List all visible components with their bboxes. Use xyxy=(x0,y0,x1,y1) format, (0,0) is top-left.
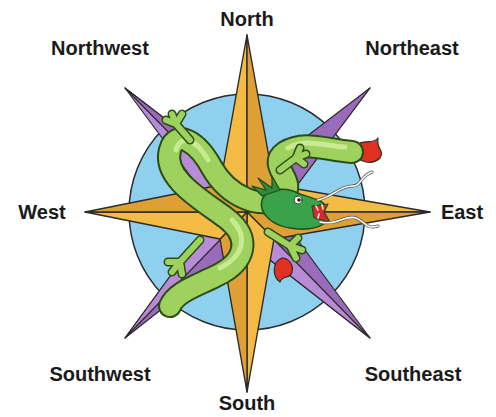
direction-label: Southwest xyxy=(49,363,150,385)
main-star xyxy=(85,35,430,392)
direction-label: Northeast xyxy=(365,37,458,59)
direction-label: West xyxy=(18,201,65,223)
direction-label: East xyxy=(441,201,483,223)
direction-label: North xyxy=(220,8,273,30)
direction-label: Northwest xyxy=(51,37,149,59)
direction-label: Southeast xyxy=(365,363,462,385)
dragon xyxy=(166,114,382,306)
direction-label: South xyxy=(219,392,276,414)
